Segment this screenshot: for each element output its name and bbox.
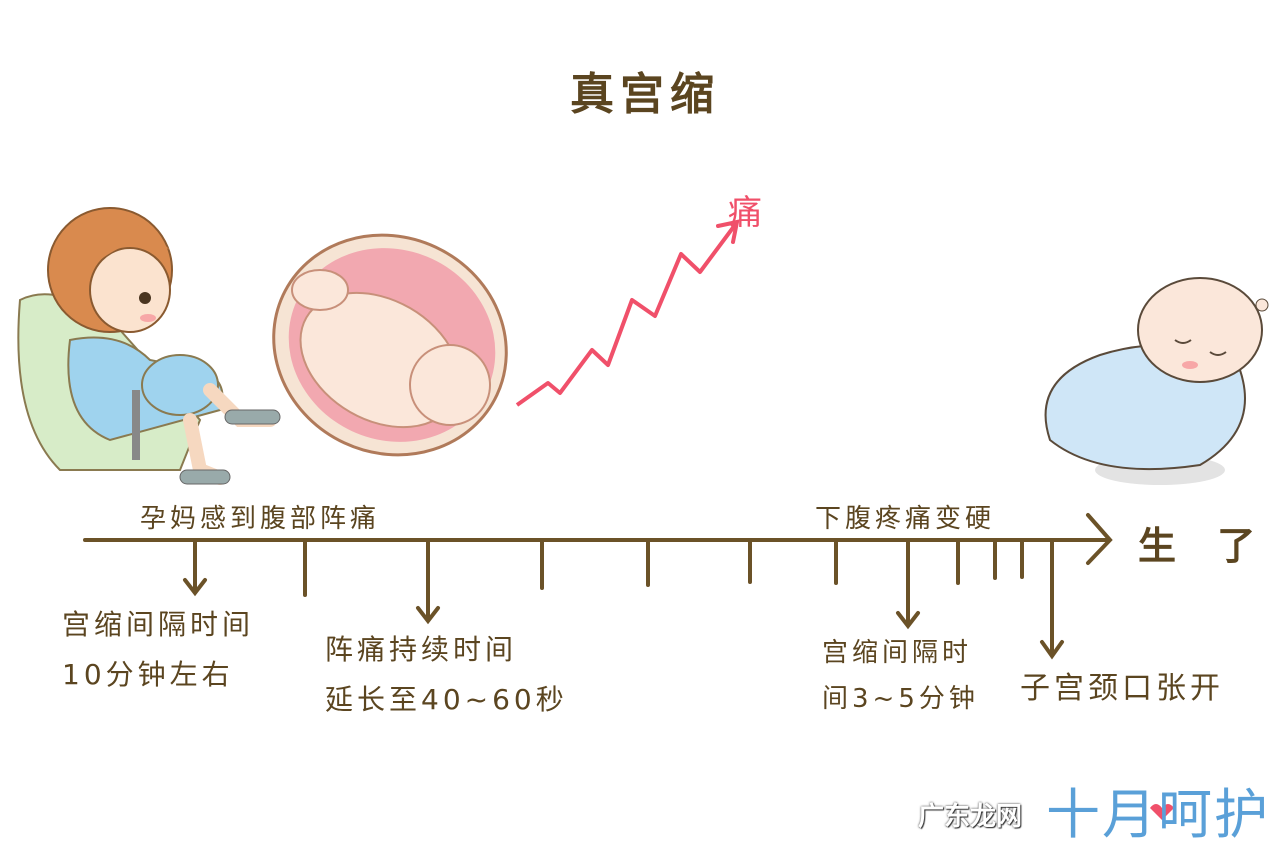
cervix-annotation: 子宫颈口张开 [1020,671,1224,706]
timeline-axis [83,513,1113,660]
annotation-line: 间3~5分钟 [822,684,979,714]
pain-label: 痛 [728,193,762,233]
interval-early-annotation: 宫缩间隔时间 10分钟左右 [62,600,254,700]
annotation-line: 宫缩间隔时间 [62,608,255,641]
heart-icon [1150,804,1174,820]
annotation-line: 延长至40~60秒 [325,683,568,716]
pain-rising-zigzag [515,219,740,407]
annotation-line: 10分钟左右 [62,658,234,691]
brand-watermark: 十月呵护 [1046,783,1270,846]
duration-annotation: 阵痛持续时间 延长至40~60秒 [325,625,568,725]
annotation-line: 宫缩间隔时 [822,638,973,668]
pregnant-mother-illustration [17,207,281,485]
swaddled-baby-illustration [1044,277,1269,485]
page-title: 真宫缩 [570,69,720,120]
birth-label: 生 了 [1138,524,1270,568]
interval-late-annotation: 宫缩间隔时 间3~5分钟 [822,630,979,722]
overlay-watermark: 广东龙网 [918,802,1023,832]
fetus-in-womb-illustration [272,233,508,457]
stage-late-label: 下腹疼痛变硬 [815,504,996,534]
annotation-line: 阵痛持续时间 [325,633,518,666]
stage-start-label: 孕妈感到腹部阵痛 [140,504,381,534]
timeline-arrowhead [1086,513,1113,565]
